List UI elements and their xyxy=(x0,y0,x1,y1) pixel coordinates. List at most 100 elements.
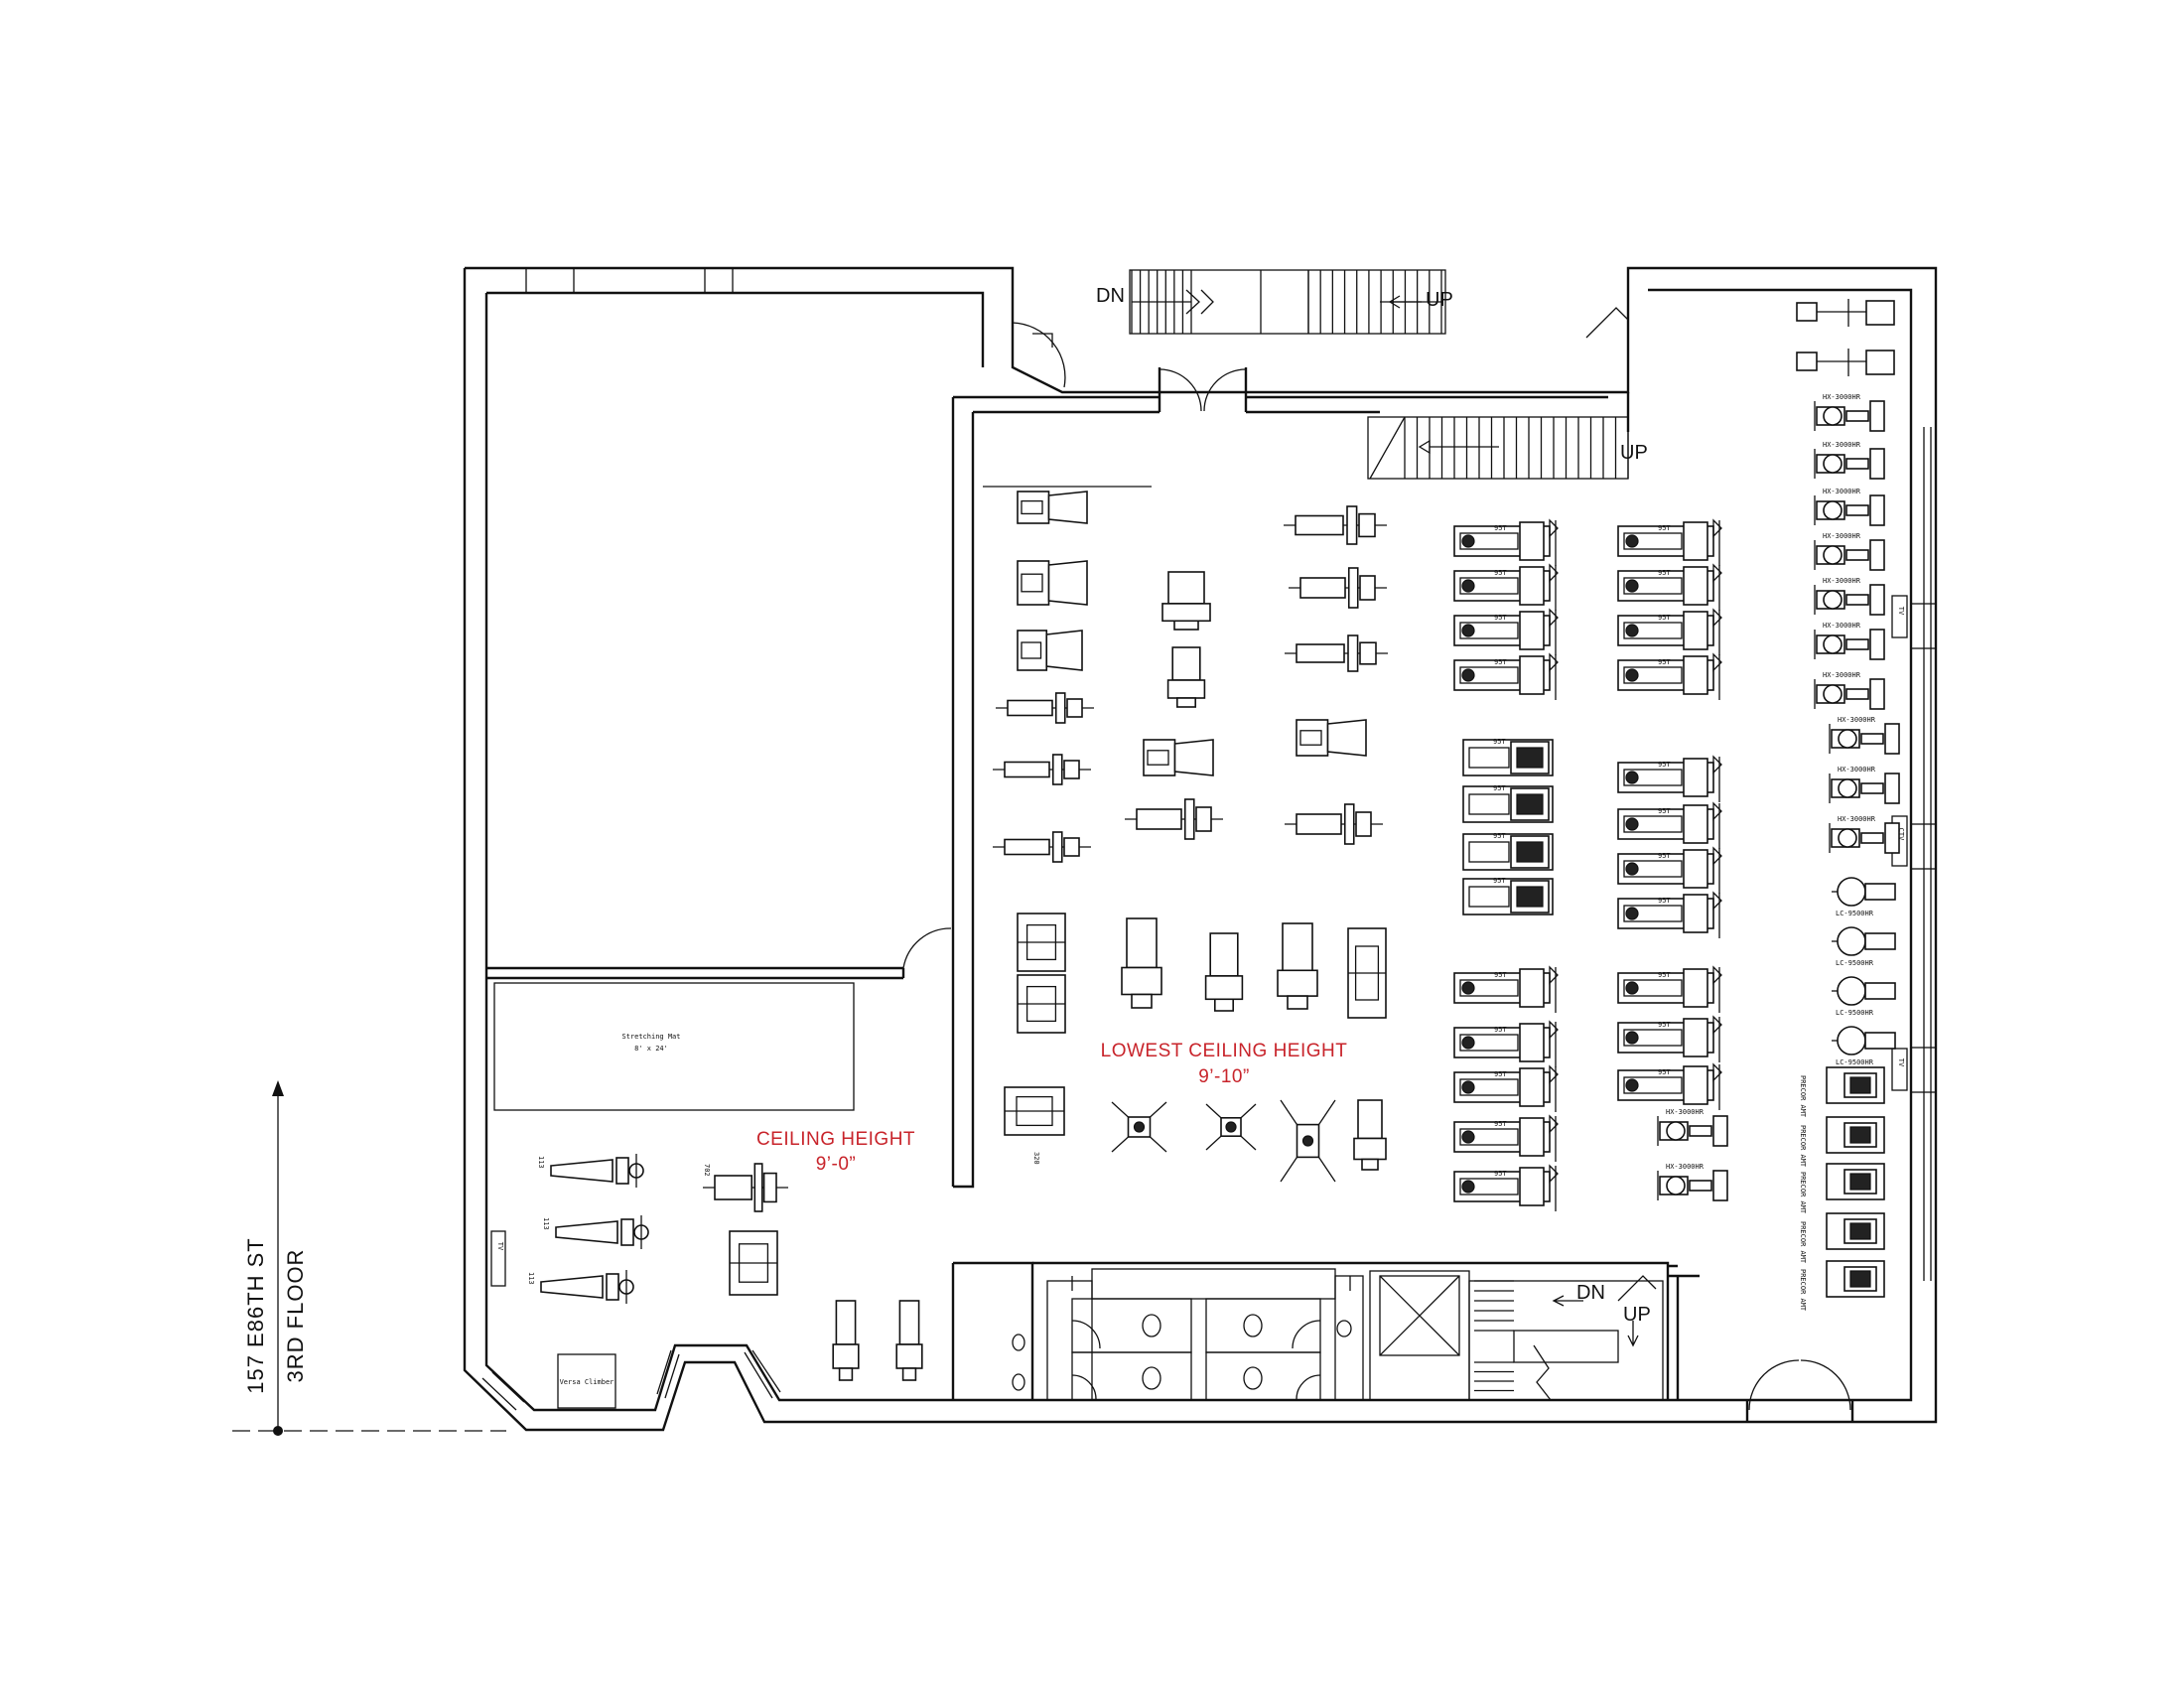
strength-machine xyxy=(1284,505,1387,545)
machine-code-702: 702 xyxy=(703,1164,711,1177)
arc-trainer: PRECOR AMT xyxy=(1799,1116,1885,1168)
elliptical-code: LC-9500HR xyxy=(1836,910,1874,917)
strength-machine xyxy=(1161,571,1211,631)
treadmill-code: 95T xyxy=(1658,897,1671,905)
outer-walls xyxy=(463,266,1938,1432)
strength-machine xyxy=(1017,491,1088,524)
arc-trainer: PRECOR AMT xyxy=(1799,1212,1885,1264)
strength-machine xyxy=(1111,1101,1167,1153)
bench-code: 113 xyxy=(527,1272,535,1285)
exercise-bike: HX-3000HR xyxy=(1814,441,1885,480)
strength-machine xyxy=(993,754,1091,785)
treadmill-code: 95T xyxy=(1493,784,1506,792)
treadmill-code: 95T xyxy=(1494,658,1507,666)
weight-bench: 113 xyxy=(537,1154,644,1188)
stretching-mat-size: 8' x 24' xyxy=(634,1045,668,1053)
arc-code: PRECOR AMT xyxy=(1799,1172,1807,1214)
treadmill: 95T xyxy=(1453,965,1559,1013)
lowest-ceiling-value: 9’-10” xyxy=(1198,1066,1250,1087)
treadmill: 95T xyxy=(1453,563,1559,611)
treadmill: 95T xyxy=(1617,846,1722,894)
bench-code: 113 xyxy=(542,1217,550,1230)
treadmill: 95T xyxy=(1462,784,1554,823)
cable-machine xyxy=(1796,349,1895,376)
strength-machine xyxy=(1296,719,1367,757)
versa-climber-label: Versa Climber xyxy=(560,1378,614,1386)
stair-top-up-label: UP xyxy=(1426,289,1453,311)
bike-code: HX-3000HR xyxy=(1838,716,1876,724)
treadmill: 95T xyxy=(1453,1064,1559,1112)
strength-machine xyxy=(1353,1099,1387,1171)
treadmill-code: 95T xyxy=(1493,832,1506,840)
stair-bottom-dn-label: DN xyxy=(1576,1282,1605,1304)
strength-machine xyxy=(1280,1099,1336,1183)
strength-machine xyxy=(1121,917,1162,1009)
bike-code: HX-3000HR xyxy=(1823,393,1861,401)
treadmill: 95T xyxy=(1453,1164,1559,1211)
arc-trainer: PRECOR AMT xyxy=(1799,1260,1885,1312)
elliptical-code: LC-9500HR xyxy=(1836,959,1874,967)
tv-left-label: TV xyxy=(496,1242,504,1251)
arc-code: PRECOR AMT xyxy=(1799,1269,1807,1312)
stair-mid-up-label: UP xyxy=(1620,442,1648,464)
bench-code: 113 xyxy=(537,1156,545,1169)
exercise-bike: HX-3000HR xyxy=(1814,577,1885,616)
strength-machine xyxy=(1143,739,1214,776)
bike-code: HX-3000HR xyxy=(1823,622,1861,630)
cable-machine xyxy=(1796,299,1895,327)
inner-walls xyxy=(486,392,1854,1422)
treadmill: 95T xyxy=(1453,1114,1559,1162)
strength-machine xyxy=(1017,913,1066,972)
strength-machine xyxy=(1017,630,1083,671)
exercise-bike: HX-3000HR xyxy=(1814,532,1885,571)
versa-climber-box xyxy=(557,1353,616,1409)
elliptical-code: LC-9500HR xyxy=(1836,1058,1874,1066)
elliptical: LC-9500HR xyxy=(1832,1026,1896,1066)
treadmill-code: 95T xyxy=(1494,971,1507,979)
strength-machine xyxy=(1004,1086,1065,1136)
weight-bench: 113 xyxy=(542,1215,649,1249)
treadmill-code: 95T xyxy=(1658,1068,1671,1076)
treadmill: 95T xyxy=(1453,608,1559,655)
tv-icon-left xyxy=(490,1230,506,1287)
top-doors xyxy=(1012,307,1629,412)
treadmill: 95T xyxy=(1617,1062,1722,1110)
bike-code: HX-3000HR xyxy=(1838,766,1876,774)
tv-right-top-label: TV xyxy=(1897,607,1905,616)
treadmill: 95T xyxy=(1617,518,1722,566)
treadmill-code: 95T xyxy=(1494,524,1507,532)
exercise-bike: HX-3000HR xyxy=(1657,1108,1728,1147)
strength-machine xyxy=(1017,974,1066,1034)
treadmill-code: 95T xyxy=(1493,738,1506,746)
treadmill-code: 95T xyxy=(1494,569,1507,577)
tv-right-bottom-label: TV xyxy=(1897,1058,1905,1067)
exercise-bike: HX-3000HR xyxy=(1814,622,1885,660)
strength-machine xyxy=(703,1163,788,1212)
bike-code: HX-3000HR xyxy=(1823,671,1861,679)
treadmill-code: 95T xyxy=(1494,1170,1507,1178)
machine-code-320: 320 xyxy=(1032,1152,1040,1165)
bike-code: HX-3000HR xyxy=(1838,815,1876,823)
exercise-bike: HX-3000HR xyxy=(1814,393,1885,432)
elliptical: LC-9500HR xyxy=(1832,976,1896,1017)
elliptical: LC-9500HR xyxy=(1832,926,1896,967)
treadmill: 95T xyxy=(1617,891,1722,938)
treadmill: 95T xyxy=(1453,652,1559,700)
strength-machine xyxy=(729,1230,778,1296)
treadmill-code: 95T xyxy=(1658,971,1671,979)
tv-icon-right-bottom xyxy=(1891,1048,1908,1091)
strength-machine xyxy=(1347,927,1387,1019)
treadmill: 95T xyxy=(1453,1020,1559,1067)
strength-machine xyxy=(895,1300,923,1381)
treadmill-code: 95T xyxy=(1494,1120,1507,1128)
treadmill-code: 95T xyxy=(1493,877,1506,885)
strength-machine xyxy=(832,1300,860,1381)
strength-machine xyxy=(1205,1103,1257,1151)
bike-code: HX-3000HR xyxy=(1666,1163,1705,1171)
treadmill-code: 95T xyxy=(1658,569,1671,577)
stair-bottom-up-label: UP xyxy=(1623,1304,1651,1326)
arc-code: PRECOR AMT xyxy=(1799,1125,1807,1168)
exercise-bike: HX-3000HR xyxy=(1657,1163,1728,1201)
